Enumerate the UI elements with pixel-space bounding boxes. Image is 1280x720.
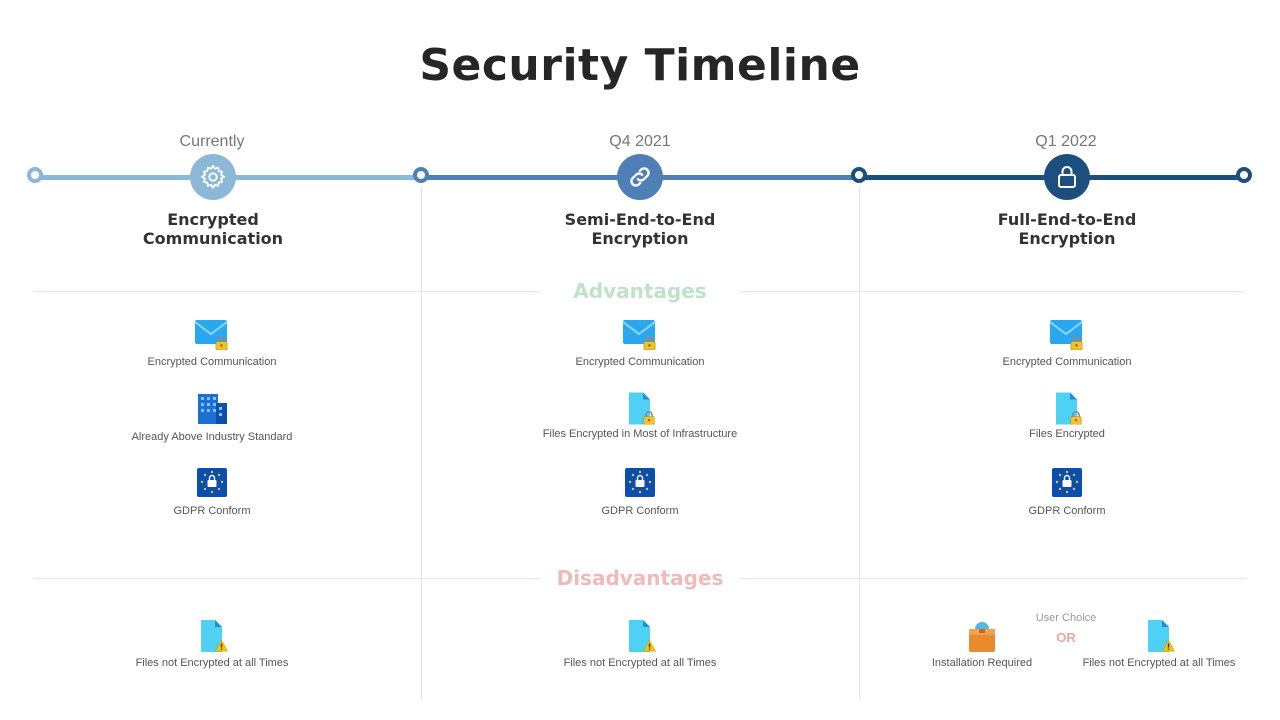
- gdpr-icon: [197, 468, 227, 497]
- advantage-item: Already Above Industry Standard: [92, 393, 332, 443]
- install-package-icon: [969, 622, 995, 652]
- column-divider-2: [859, 186, 860, 700]
- stage-name-q1-2022: Full-End-to-End Encryption: [997, 210, 1137, 248]
- padlock-icon: [1058, 166, 1076, 188]
- advantage-item: GDPR Conform: [520, 467, 760, 517]
- advantages-heading: Advantages: [540, 279, 740, 303]
- warning-file-icon: [629, 620, 656, 652]
- advantage-item: Encrypted Communication: [520, 318, 760, 368]
- stage-circle-q1-2022: [1044, 154, 1090, 200]
- warning-file-icon: [201, 620, 228, 652]
- page-title: Security Timeline: [419, 40, 861, 91]
- advantage-item: Encrypted Communication: [947, 318, 1187, 368]
- encrypted-mail-icon: [1049, 320, 1083, 350]
- stage-label-current: Currently: [179, 133, 245, 150]
- locked-file-icon: [1056, 392, 1083, 425]
- disadvantage-item: Files not Encrypted at all Times: [1039, 619, 1279, 669]
- link-icon: [630, 167, 650, 187]
- encrypted-mail-icon: [622, 320, 656, 350]
- advantage-item: Files Encrypted in Most of Infrastructur…: [520, 390, 760, 440]
- disadvantages-heading: Disadvantages: [540, 566, 740, 590]
- timeline-start-node: [27, 167, 43, 183]
- encrypted-mail-icon: [194, 320, 228, 350]
- gdpr-icon: [1052, 468, 1082, 497]
- advantage-item: Encrypted Communication: [92, 318, 332, 368]
- locked-file-icon: [629, 392, 656, 425]
- disadvantage-item: Files not Encrypted at all Times: [92, 619, 332, 669]
- or-label: OR: [1056, 630, 1076, 645]
- warning-file-icon: [1148, 620, 1175, 652]
- stage-circle-current: [190, 154, 236, 200]
- disadvantage-item: Files not Encrypted at all Times: [520, 619, 760, 669]
- stage-name-q4-2021: Semi-End-to-End Encryption: [564, 210, 716, 248]
- stage-circle-q4-2021: [617, 154, 663, 200]
- disadvantage-item: Installation Required: [862, 619, 1102, 669]
- timeline-node-q1-2022: [851, 167, 867, 183]
- advantage-item: GDPR Conform: [947, 467, 1187, 517]
- stage-label-q1-2022: Q1 2022: [1035, 133, 1097, 150]
- advantage-item: GDPR Conform: [92, 467, 332, 517]
- gdpr-icon: [625, 468, 655, 497]
- user-choice-label: User Choice: [1035, 612, 1097, 624]
- advantage-item: Files Encrypted: [947, 390, 1187, 440]
- gear-icon: [200, 164, 226, 190]
- stage-label-q4-2021: Q4 2021: [609, 133, 671, 150]
- timeline-node-q4-2021: [413, 167, 429, 183]
- timeline-end-node: [1236, 167, 1252, 183]
- column-divider-1: [421, 186, 422, 700]
- stage-name-current: Encrypted Communication: [142, 210, 284, 248]
- office-building-icon: [198, 394, 227, 424]
